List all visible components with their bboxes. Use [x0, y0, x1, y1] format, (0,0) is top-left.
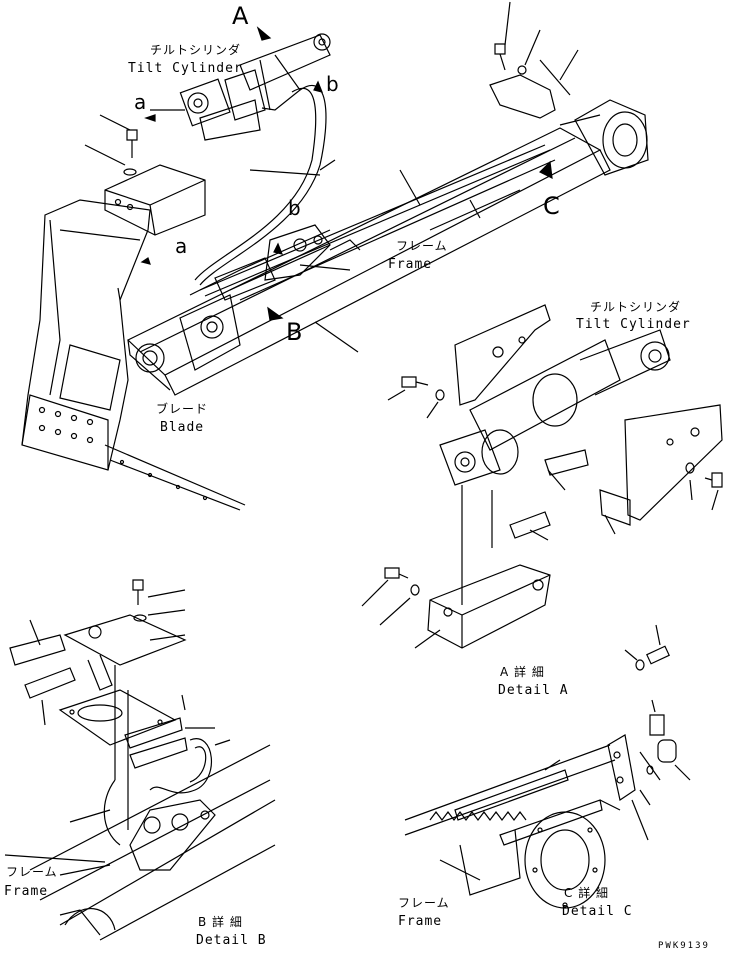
- hose-cover-bracket: [105, 165, 205, 235]
- blade-label-en: Blade: [160, 420, 205, 435]
- detail-a-drawing: [362, 305, 722, 648]
- tilt-cylinder-label-jp: チルトシリンダ: [150, 43, 242, 57]
- view-arrows: [142, 28, 552, 320]
- blade: [22, 200, 245, 510]
- view-marker-b-top: b: [326, 72, 339, 96]
- tilt-cylinder-right-label-en: Tilt Cylinder: [576, 317, 691, 332]
- leader-lines: [118, 110, 520, 352]
- frame-label-jp: フレーム: [396, 239, 448, 253]
- view-marker-b: B: [286, 318, 303, 346]
- hydraulic-pipes: [200, 145, 555, 300]
- view-marker-a: A: [232, 2, 249, 30]
- view-marker-a-left: a: [134, 90, 147, 114]
- tilt-cylinder-label-en: Tilt Cylinder: [128, 61, 243, 76]
- detail-b-label-jp: B 詳 細: [198, 915, 243, 929]
- detail-b-drawing: [5, 580, 275, 940]
- frame-b-label-jp: フレーム: [6, 865, 58, 879]
- frame-end-plate: [560, 100, 648, 175]
- trunnion-bracket: [215, 225, 350, 300]
- frame-c-label-en: Frame: [398, 914, 443, 929]
- pipe-clamp-c: [490, 2, 578, 118]
- view-marker-b-mid: b: [288, 196, 301, 220]
- detail-c-drawing: [405, 625, 690, 908]
- detail-a-label-jp: A 詳 細: [500, 665, 545, 679]
- frame-b-label-en: Frame: [4, 884, 49, 899]
- drawing-code: PWK9139: [658, 941, 710, 951]
- view-marker-a-blade: a: [175, 234, 188, 258]
- detail-a-label-en: Detail A: [498, 683, 569, 698]
- detail-c-label-en: Detail C: [562, 904, 633, 919]
- frame-c-label-jp: フレーム: [398, 896, 450, 910]
- blade-label-jp: ブレード: [156, 402, 209, 416]
- main-assembly: [22, 2, 648, 510]
- view-marker-c: C: [543, 192, 560, 220]
- tilt-cylinder-main: [180, 34, 330, 140]
- tilt-cylinder-right-label-jp: チルトシリンダ: [590, 300, 682, 314]
- frame-label-en: Frame: [388, 257, 433, 272]
- detail-b-label-en: Detail B: [196, 933, 267, 948]
- bolt: [85, 115, 137, 175]
- detail-c-label-jp: C 詳 細: [564, 886, 610, 900]
